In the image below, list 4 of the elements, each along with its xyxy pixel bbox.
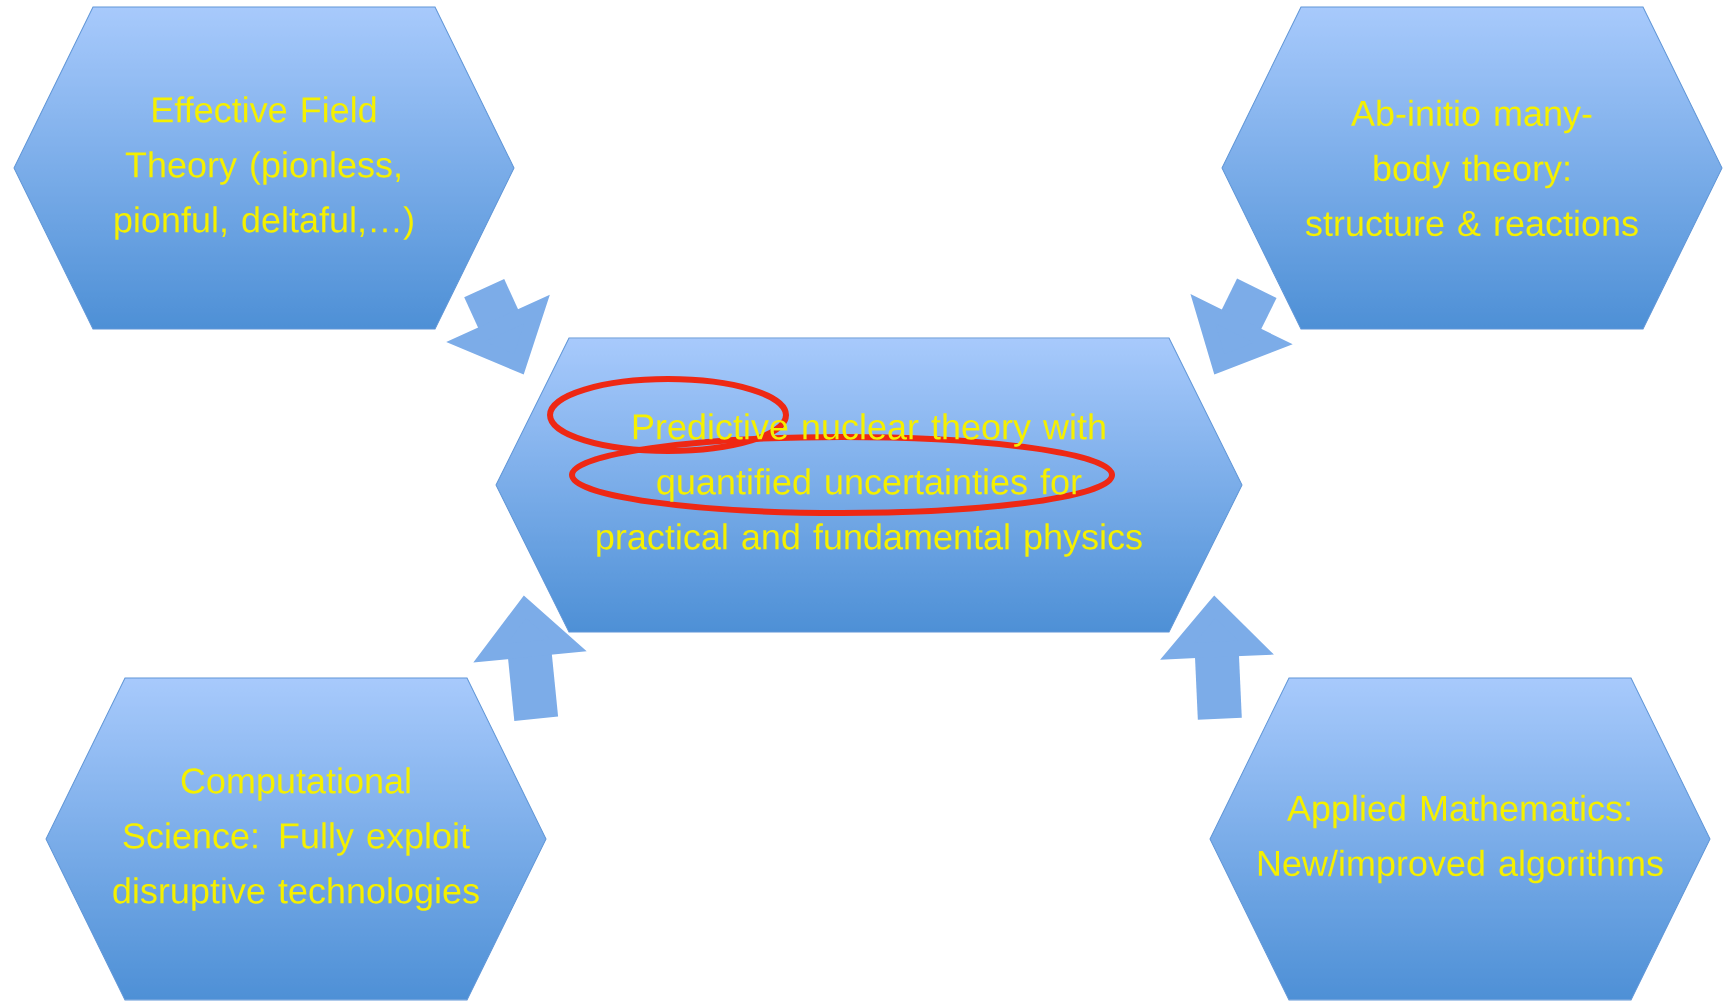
- hexagon-box: Computational Science: Fully exploit disruptive technologies: [45, 677, 547, 1001]
- hexagon-box: Applied Mathematics: New/improved algorithms: [1209, 677, 1711, 1001]
- hexagon-box: Ab-initio many-body theory: structure & reactions: [1221, 6, 1723, 330]
- hexagon-box: Effective Field Theory (pionless, pionful, deltaful,…): [13, 6, 515, 330]
